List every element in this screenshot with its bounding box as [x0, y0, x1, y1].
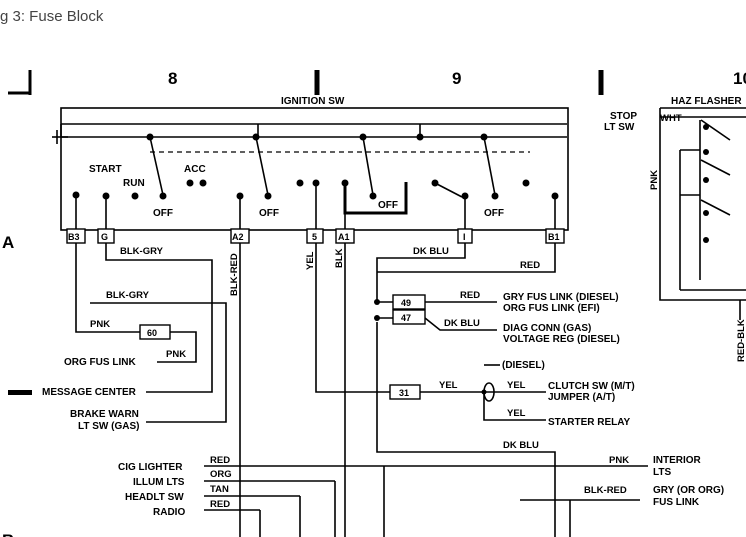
fuse-47: 47 [401, 313, 411, 323]
connector-g: G [101, 232, 108, 242]
headlt-sw-label: HEADLT SW [125, 492, 184, 503]
wire-blk-red-2: BLK-RED [584, 485, 627, 496]
wire-org-illum: ORG [210, 469, 232, 480]
wire-blk-gry-2: BLK-GRY [106, 290, 150, 301]
wire-yel-3: YEL [507, 408, 526, 419]
run-label: RUN [123, 178, 145, 189]
wire-pnk-haz: PNK [649, 170, 660, 190]
jumper-label: JUMPER (A/T) [548, 392, 615, 403]
grid-row-a: A [2, 233, 14, 252]
stop-lt-sw-label-2: LT SW [604, 122, 635, 133]
cig-lighter-label: CIG LIGHTER [118, 462, 183, 473]
off-label-4: OFF [484, 208, 504, 219]
wire-yel-1: YEL [439, 380, 458, 391]
wire-wht: WHT [660, 113, 682, 124]
wire-tan-headlt: TAN [210, 484, 229, 495]
gry-org-label-2: FUS LINK [653, 497, 700, 508]
grid-col-10: 10 [733, 69, 746, 88]
wire-pnk-2: PNK [166, 349, 186, 360]
clutch-sw-label: CLUTCH SW (M/T) [548, 381, 635, 392]
wire-pnk-interior: PNK [609, 455, 629, 466]
wire-blk-red: BLK-RED [229, 253, 240, 296]
connector-b1: B1 [548, 232, 560, 242]
message-center-label: MESSAGE CENTER [42, 387, 137, 398]
connector-b3: B3 [68, 232, 80, 242]
connector-i: I [463, 232, 466, 242]
wire-blk: BLK [334, 248, 345, 268]
wire-blk-gry-1: BLK-GRY [120, 246, 164, 257]
brake-warn-sw-label: LT SW (GAS) [78, 421, 139, 432]
wire-dk-blu-2: DK BLU [444, 318, 480, 329]
org-fus-link-label: ORG FUS LINK [64, 357, 136, 368]
wire-dk-blu-3: DK BLU [503, 440, 539, 451]
wire-yel-vertical: YEL [305, 251, 316, 270]
illum-lts-label: ILLUM LTS [133, 477, 185, 488]
grid-col-8: 8 [168, 69, 177, 88]
brake-warn-label: BRAKE WARN [70, 409, 139, 420]
message-center-marker [8, 390, 32, 395]
grid-row-b: B [2, 531, 14, 537]
connector-a1: A1 [338, 232, 350, 242]
interior-lts-label-1: INTERIOR [653, 455, 702, 466]
wire-red-cig: RED [210, 455, 230, 466]
gry-org-label-1: GRY (OR ORG) [653, 485, 724, 496]
wire-red-blk: RED-BLK [736, 319, 746, 362]
diesel-label: (DIESEL) [502, 360, 545, 371]
wire-red-radio: RED [210, 499, 230, 510]
fuse-49: 49 [401, 298, 411, 308]
wire-red-b1: RED [520, 260, 540, 271]
start-label: START [89, 164, 122, 175]
fuse-31: 31 [399, 388, 409, 398]
off-label-3: OFF [378, 200, 398, 211]
radio-label: RADIO [153, 507, 185, 518]
connector-a2: A2 [232, 232, 244, 242]
connector-5: 5 [312, 232, 317, 242]
fuse-60: 60 [147, 328, 157, 338]
stop-lt-sw-label-1: STOP [610, 111, 637, 122]
ignition-switch-title: IGNITION SW [281, 96, 345, 107]
grid-col-9: 9 [452, 69, 461, 88]
wire-red-49: RED [460, 290, 480, 301]
diag-conn-label: DIAG CONN (GAS) [503, 323, 591, 334]
wire-pnk-1: PNK [90, 319, 110, 330]
interior-lts-label-2: LTS [653, 467, 671, 478]
haz-flasher-label: HAZ FLASHER [671, 96, 742, 107]
wire-dk-blu-1: DK BLU [413, 246, 449, 257]
gry-fus-link-label: GRY FUS LINK (DIESEL) [503, 292, 619, 303]
starter-relay-label: STARTER RELAY [548, 417, 631, 428]
acc-label: ACC [184, 164, 206, 175]
off-label-1: OFF [153, 208, 173, 219]
org-fus-link-efi-label: ORG FUS LINK (EFI) [503, 303, 600, 314]
off-label-2: OFF [259, 208, 279, 219]
figure-caption: g 3: Fuse Block [0, 8, 104, 25]
wire-yel-2: YEL [507, 380, 526, 391]
voltage-reg-label: VOLTAGE REG (DIESEL) [503, 334, 620, 345]
